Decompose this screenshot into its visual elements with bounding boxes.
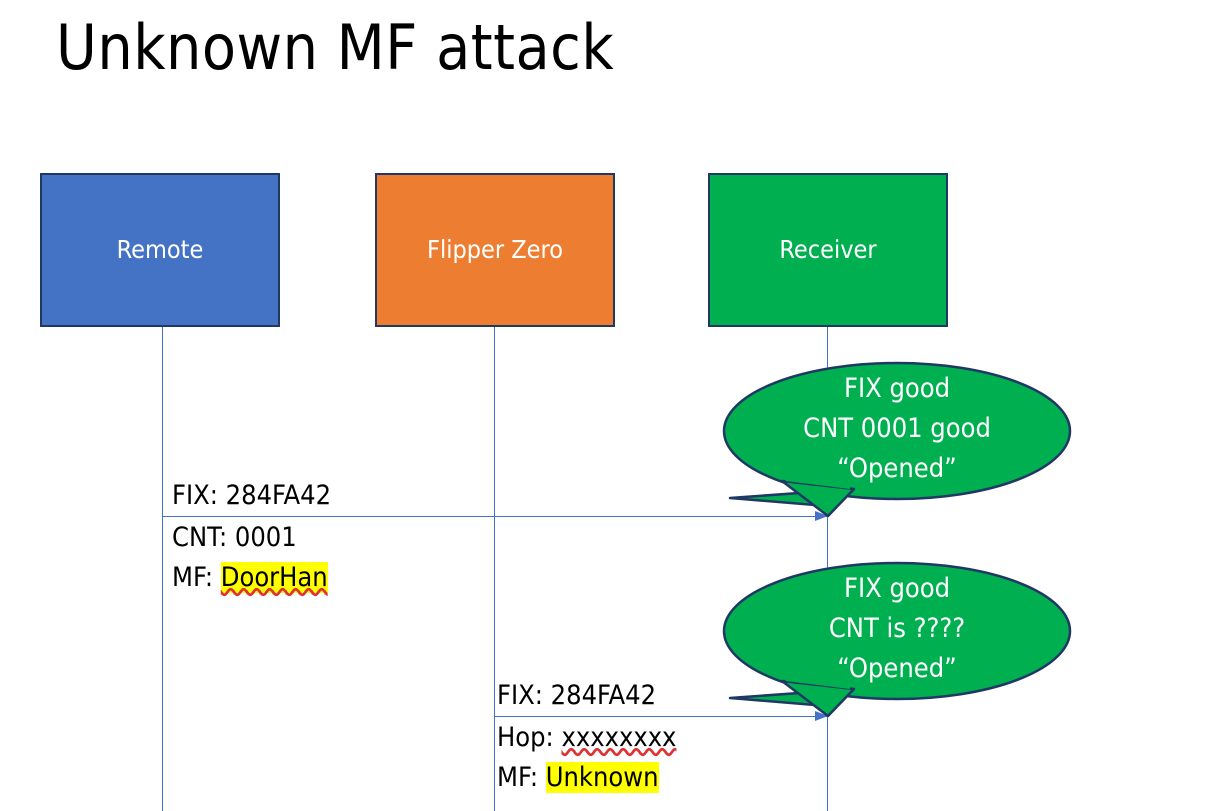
- message-label-above-2: FIX: 284FA42: [497, 676, 656, 716]
- message-line-hop-2: Hop: xxxxxxxx: [497, 718, 676, 758]
- message-line-cnt-1: CNT: 0001: [172, 522, 297, 553]
- callout-bubble-1[interactable]: FIX good CNT 0001 good “Opened”: [722, 361, 1072, 519]
- page-title: Unknown MF attack: [56, 11, 615, 84]
- message-line-fix-1: FIX: 284FA42: [172, 480, 332, 511]
- message-label-below-2: Hop: xxxxxxxx MF: Unknown: [497, 718, 676, 798]
- mf-value-unknown: Unknown: [545, 762, 659, 793]
- message-line-mf-2: MF: Unknown: [497, 758, 676, 798]
- message-line-mf-1: MF: DoorHan: [172, 558, 328, 598]
- actor-label-remote: Remote: [116, 234, 204, 264]
- message-arrow-flipper-to-receiver: [495, 711, 828, 721]
- mf-label-1: MF:: [172, 562, 221, 593]
- mf-value-doorhan: DoorHan: [220, 562, 328, 593]
- hop-value-2: xxxxxxxx: [561, 722, 677, 753]
- actor-label-flipper: Flipper Zero: [427, 234, 563, 264]
- lifeline-flipper: [494, 327, 495, 811]
- callout-shape-2: [722, 561, 1072, 718]
- callout-bubble-2[interactable]: FIX good CNT is ???? “Opened”: [722, 561, 1072, 719]
- mf-label-2: MF:: [497, 762, 546, 793]
- actor-box-remote[interactable]: Remote: [40, 173, 280, 327]
- callout-shape-1: [722, 361, 1072, 518]
- actor-box-receiver[interactable]: Receiver: [708, 173, 948, 327]
- actor-box-flipper[interactable]: Flipper Zero: [375, 173, 615, 327]
- hop-label-2: Hop:: [497, 722, 562, 753]
- message-label-above-1: FIX: 284FA42: [172, 476, 331, 516]
- message-arrow-remote-to-receiver: [163, 511, 828, 521]
- lifeline-remote: [162, 327, 163, 811]
- message-line-fix-2: FIX: 284FA42: [497, 680, 657, 711]
- message-label-below-1: CNT: 0001 MF: DoorHan: [172, 518, 328, 598]
- actor-label-receiver: Receiver: [779, 234, 877, 264]
